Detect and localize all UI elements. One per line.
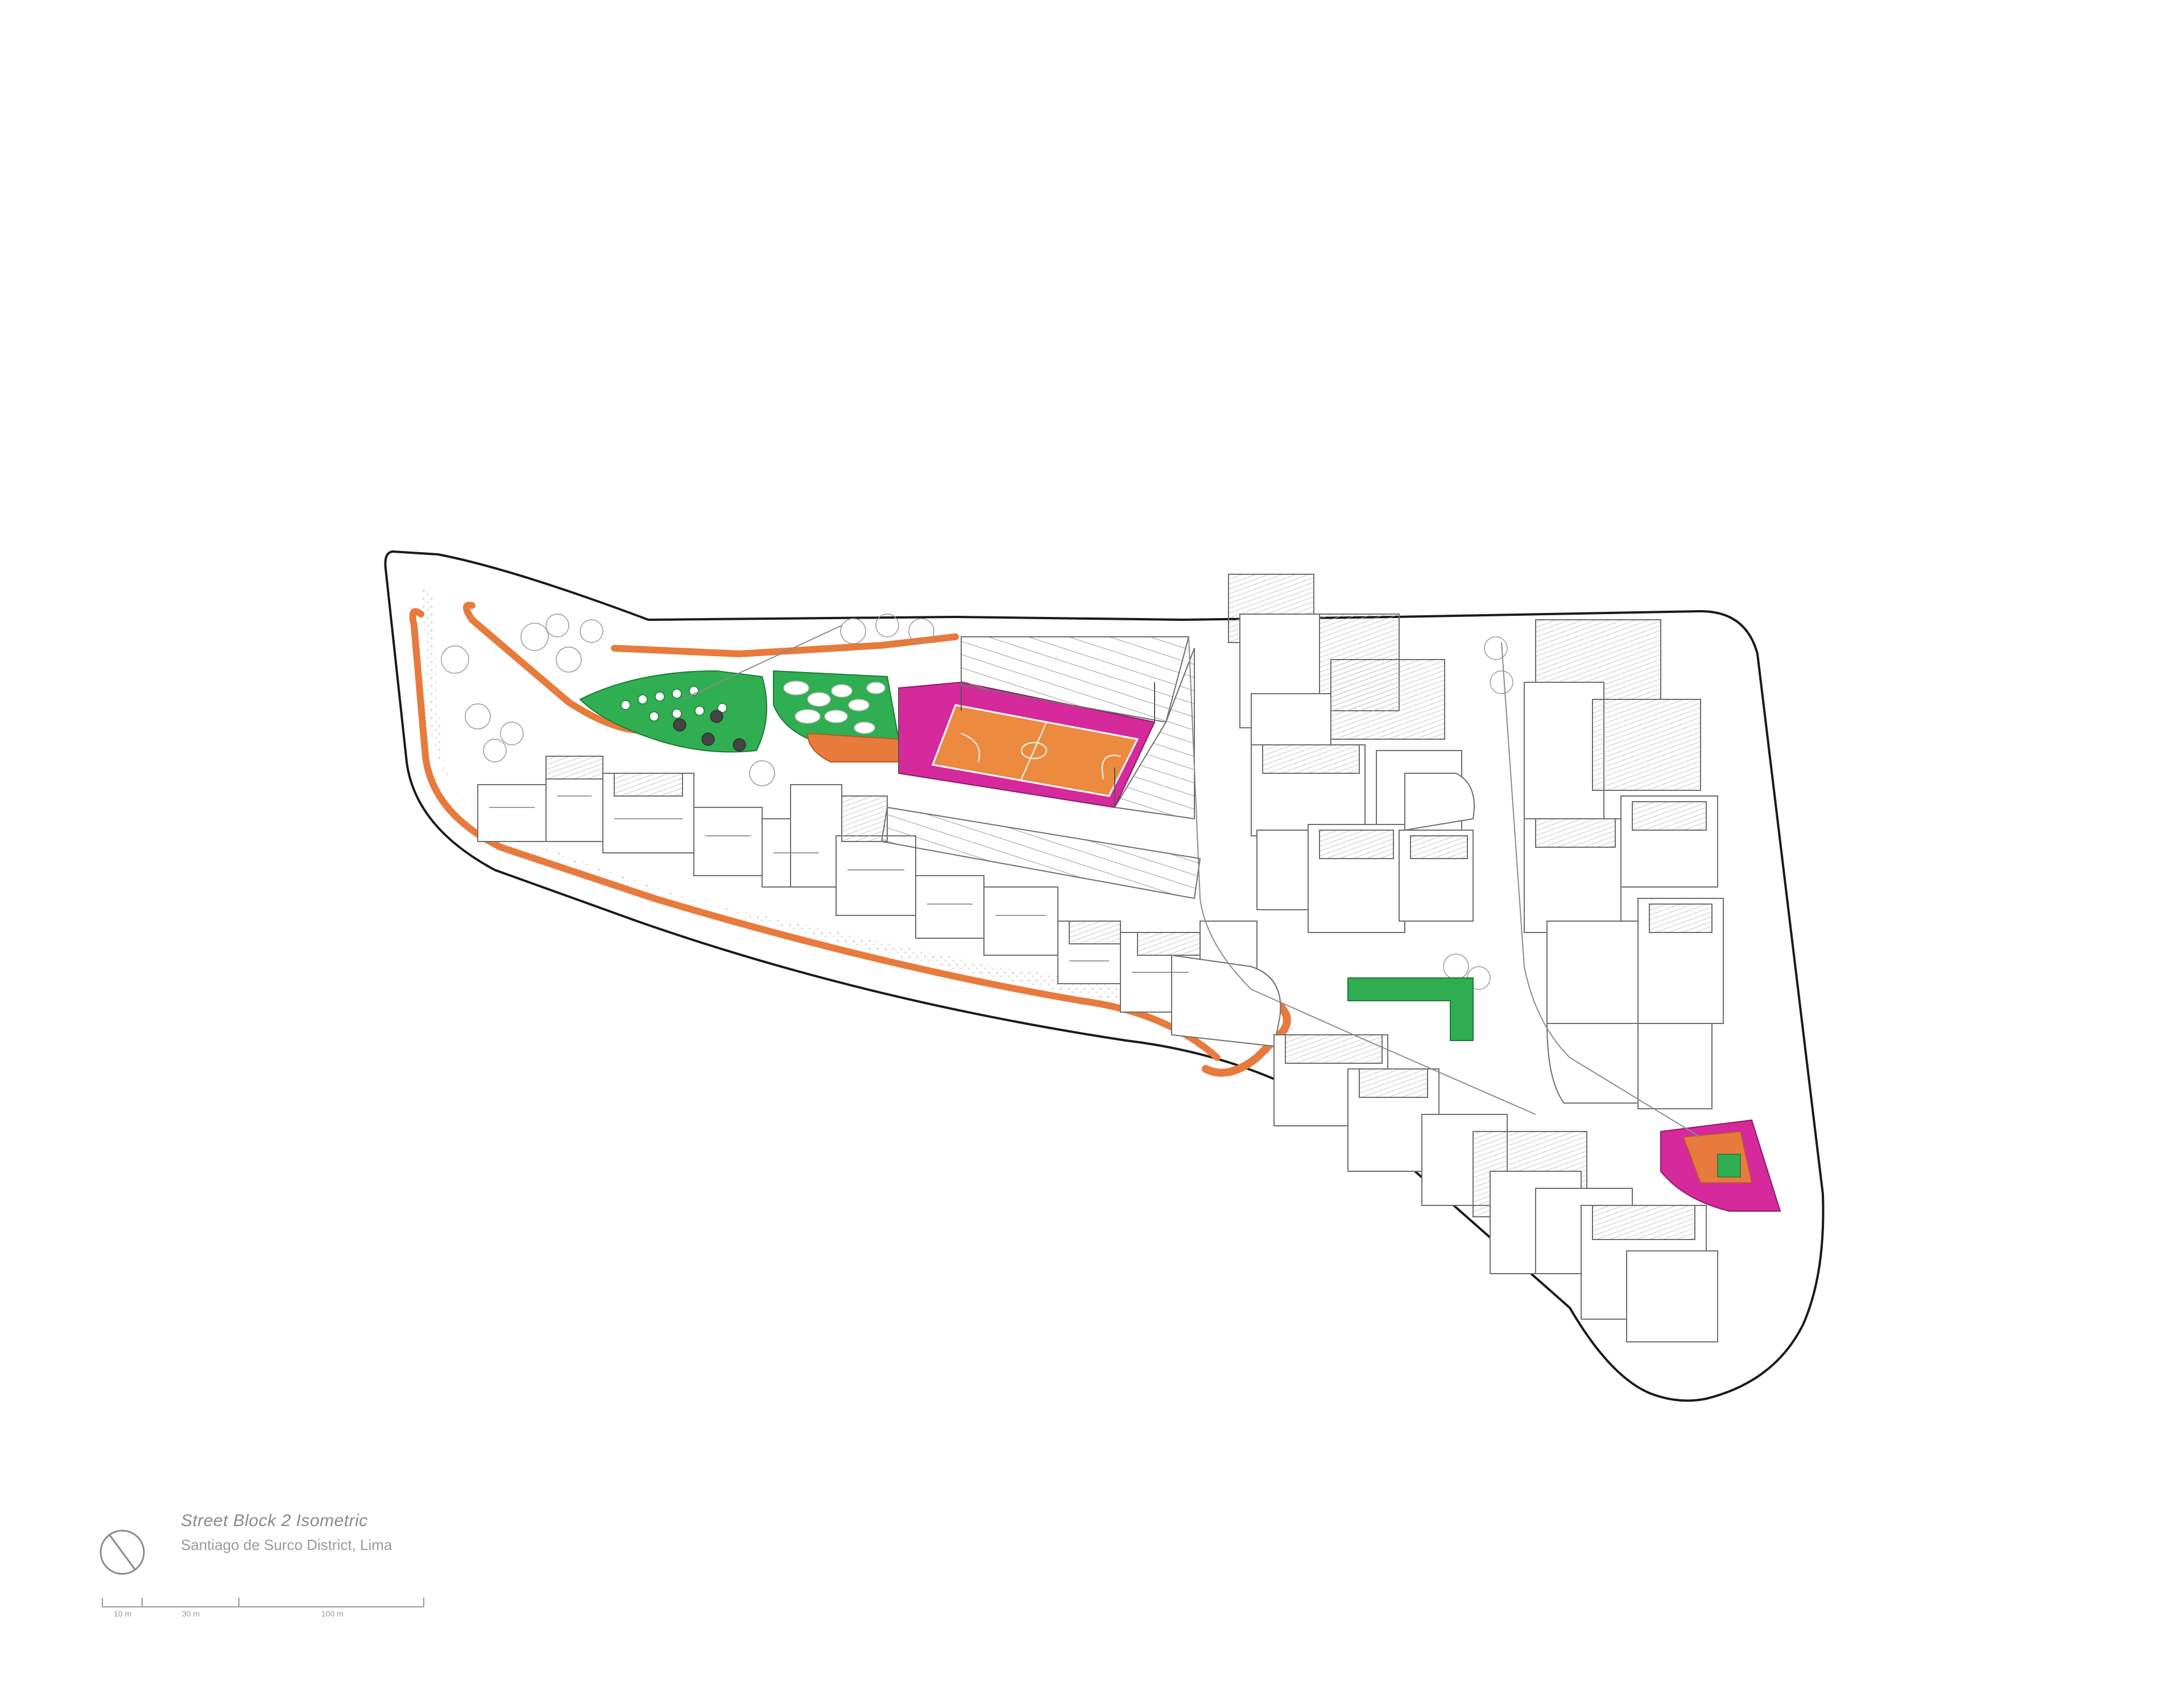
- stepped-seating-right: [1114, 648, 1195, 820]
- orange-playground-edge: [806, 732, 905, 762]
- scale-label-30m: 30 m: [182, 1609, 200, 1618]
- park-shade-umbrellas: [673, 710, 746, 752]
- tree-cluster-left: [441, 614, 1513, 990]
- street-lines: [682, 625, 1701, 1138]
- scale-label-10m: 10 m: [114, 1609, 132, 1618]
- drawing-subtitle: Santiago de Surco District, Lima: [181, 1536, 392, 1553]
- houses-cluster-middle: [1228, 574, 1475, 933]
- window-details-left: [489, 795, 1189, 973]
- houses-cluster-lower: [1273, 1034, 1718, 1342]
- green-park-middle: [1347, 977, 1474, 1041]
- stair-ramp-lower: [880, 806, 1201, 900]
- scale-label-100m: 100 m: [321, 1609, 344, 1618]
- corner-plaza-green: [1717, 1154, 1741, 1178]
- scale-bar: [102, 1598, 424, 1607]
- basketball-court: [931, 704, 1139, 797]
- houses-cluster-right: [1524, 619, 1724, 1109]
- orange-path-right-curb: [1202, 963, 1291, 1077]
- drawing-title: Street Block 2 Isometric: [181, 1511, 368, 1530]
- houses-row-left: [477, 756, 1281, 1047]
- playground-pods: [783, 681, 886, 734]
- court-markings: [961, 722, 1121, 781]
- north-arrow: [100, 1530, 145, 1575]
